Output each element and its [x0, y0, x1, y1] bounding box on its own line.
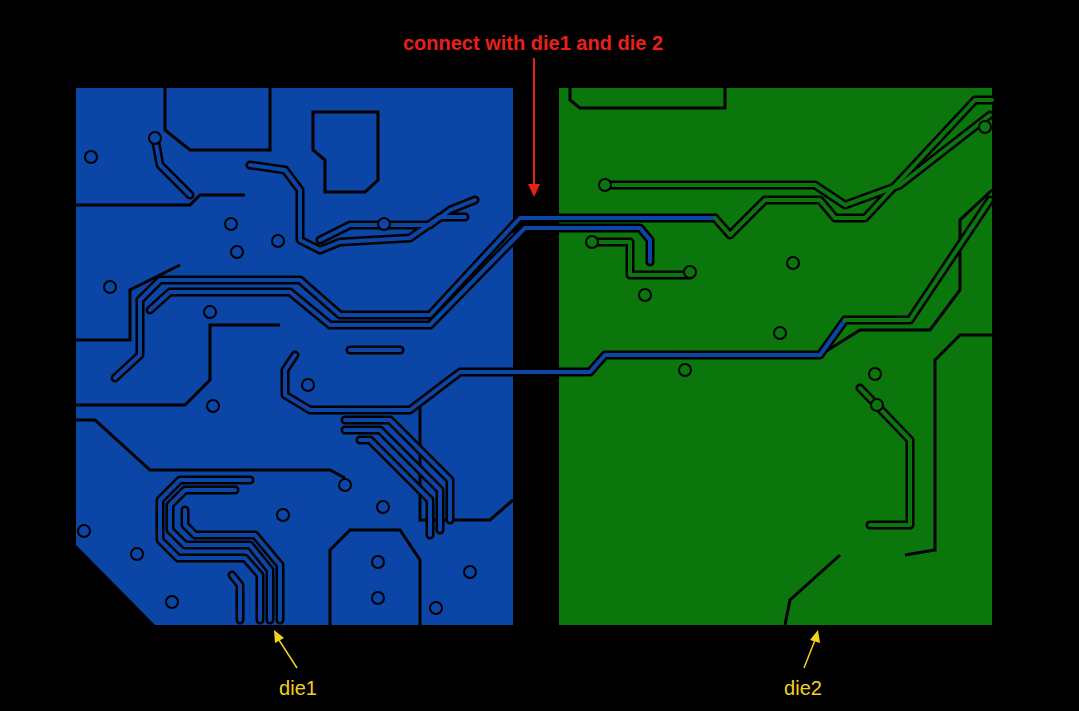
via	[231, 246, 243, 258]
trace	[860, 388, 910, 525]
die-label: die1	[279, 676, 317, 700]
die-label: die2	[784, 676, 822, 700]
via	[869, 368, 881, 380]
region-edge	[785, 555, 840, 625]
via	[166, 596, 178, 608]
trace	[160, 480, 260, 620]
trace	[345, 430, 440, 530]
trace	[150, 228, 650, 325]
via	[871, 399, 883, 411]
via	[684, 266, 696, 278]
trace	[350, 348, 400, 352]
via	[204, 306, 216, 318]
leader-line	[533, 58, 535, 186]
callout-note: connect with die1 and die 2	[403, 31, 663, 55]
via	[464, 566, 476, 578]
trace	[250, 165, 320, 250]
arrow-head	[274, 630, 284, 643]
via	[131, 548, 143, 560]
via	[302, 379, 314, 391]
via	[378, 218, 390, 230]
trace	[592, 242, 690, 275]
via	[430, 602, 442, 614]
trace	[320, 217, 465, 250]
region-edge	[165, 88, 270, 150]
region-edge	[76, 325, 280, 405]
trace	[115, 300, 140, 378]
via	[586, 236, 598, 248]
trace	[150, 228, 650, 325]
trace	[605, 115, 990, 205]
trace	[320, 217, 465, 250]
trace-clearance	[115, 100, 992, 620]
via	[787, 257, 799, 269]
leader-line	[279, 640, 297, 668]
callout-arrows	[274, 58, 820, 668]
via	[277, 509, 289, 521]
trace	[360, 440, 430, 535]
trace	[605, 115, 990, 205]
region-edge	[76, 195, 245, 205]
via	[272, 235, 284, 247]
trace	[715, 100, 992, 235]
via	[78, 525, 90, 537]
via	[207, 400, 219, 412]
via	[85, 151, 97, 163]
via	[679, 364, 691, 376]
region-edge	[905, 335, 992, 555]
via	[979, 121, 991, 133]
trace	[845, 200, 990, 320]
trace	[250, 165, 320, 250]
trace	[350, 346, 400, 355]
trace	[232, 575, 240, 620]
trace	[232, 575, 240, 620]
arrow-head	[528, 184, 540, 197]
via	[104, 281, 116, 293]
region-edge	[570, 88, 725, 108]
leader-line	[804, 640, 815, 668]
copper-island	[313, 112, 378, 192]
via	[149, 132, 161, 144]
via	[377, 501, 389, 513]
arrow-head	[810, 630, 820, 643]
via-group	[78, 121, 991, 614]
trace	[155, 138, 190, 195]
via	[774, 327, 786, 339]
trace	[360, 440, 430, 535]
trace	[115, 300, 140, 378]
region-edge	[330, 530, 420, 625]
region-edge	[76, 420, 345, 478]
trace	[320, 200, 475, 240]
trace-copper	[115, 100, 992, 620]
trace	[285, 320, 845, 410]
trace	[715, 100, 992, 235]
trace	[860, 388, 910, 525]
via	[339, 479, 351, 491]
via	[599, 179, 611, 191]
via	[372, 592, 384, 604]
via	[639, 289, 651, 301]
trace	[185, 510, 280, 620]
via	[225, 218, 237, 230]
trace	[155, 138, 190, 195]
trace	[285, 320, 845, 410]
trace	[140, 218, 715, 315]
trace	[140, 218, 715, 315]
via	[372, 556, 384, 568]
trace	[592, 242, 690, 275]
